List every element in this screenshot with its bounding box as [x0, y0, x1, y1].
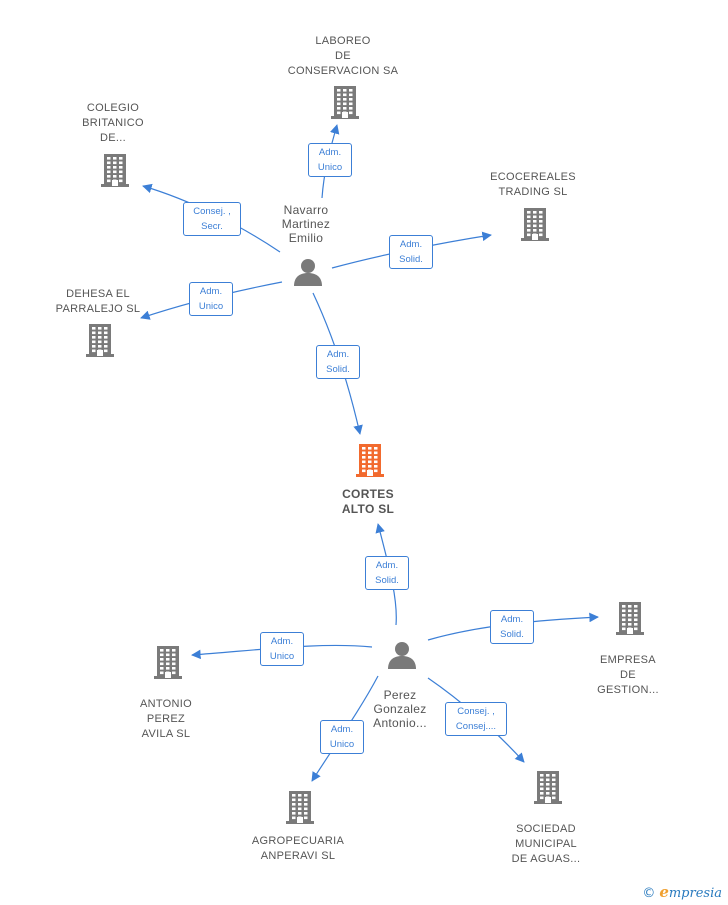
node-label-laboreo[interactable]: LABOREO DE CONSERVACION SA: [287, 34, 399, 77]
person-icon-perez[interactable]: [387, 641, 417, 674]
node-label-agropecuaria[interactable]: AGROPECUARIA ANPERAVI SL: [251, 834, 345, 862]
node-label-cortes[interactable]: CORTES ALTO SL: [341, 486, 395, 516]
node-label-dehesa[interactable]: DEHESA EL PARRALEJO SL: [55, 288, 141, 315]
building-icon-colegio[interactable]: [101, 153, 129, 192]
building-icon-cortes[interactable]: [356, 443, 384, 482]
building-icon-laboreo[interactable]: [331, 85, 359, 124]
building-icon-empresa[interactable]: [616, 601, 644, 640]
edge-label-perez-cortes[interactable]: Adm. Solid.: [365, 556, 409, 590]
copyright-icon: ©: [642, 886, 656, 901]
edge-label-perez-empresa[interactable]: Adm. Solid.: [490, 610, 534, 644]
person-icon-navarro[interactable]: [293, 258, 323, 291]
edge-label-navarro-ecocereales[interactable]: Adm. Solid.: [389, 235, 433, 269]
building-icon-dehesa[interactable]: [86, 323, 114, 362]
edge-label-navarro-laboreo[interactable]: Adm. Unico: [308, 143, 352, 177]
building-icon-agropecuaria[interactable]: [286, 790, 314, 829]
node-label-antonio[interactable]: ANTONIO PEREZ AVILA SL: [139, 697, 192, 740]
building-icon-sociedad[interactable]: [534, 770, 562, 809]
edge-label-navarro-colegio[interactable]: Consej. , Secr.: [183, 202, 241, 236]
edge-label-perez-agropecuaria[interactable]: Adm. Unico: [320, 720, 364, 754]
building-icon-ecocereales[interactable]: [521, 207, 549, 246]
edge-label-perez-sociedad[interactable]: Consej. , Consej....: [445, 702, 507, 736]
edge-label-navarro-cortes[interactable]: Adm. Solid.: [316, 345, 360, 379]
node-label-navarro[interactable]: Navarro Martinez Emilio: [281, 203, 331, 245]
node-label-ecocereales[interactable]: ECOCEREALES TRADING SL: [490, 171, 576, 198]
edge-label-perez-antonio[interactable]: Adm. Unico: [260, 632, 304, 666]
empresia-logo[interactable]: ©empresia: [642, 883, 722, 901]
node-label-sociedad[interactable]: SOCIEDAD MUNICIPAL DE AGUAS...: [511, 822, 581, 865]
edge-label-navarro-dehesa[interactable]: Adm. Unico: [189, 282, 233, 316]
node-label-colegio[interactable]: COLEGIO BRITANICO DE...: [82, 101, 144, 144]
node-label-empresa[interactable]: EMPRESA DE GESTION...: [597, 653, 659, 696]
building-icon-antonio[interactable]: [154, 645, 182, 684]
node-label-perez[interactable]: Perez Gonzalez Antonio...: [373, 688, 427, 730]
